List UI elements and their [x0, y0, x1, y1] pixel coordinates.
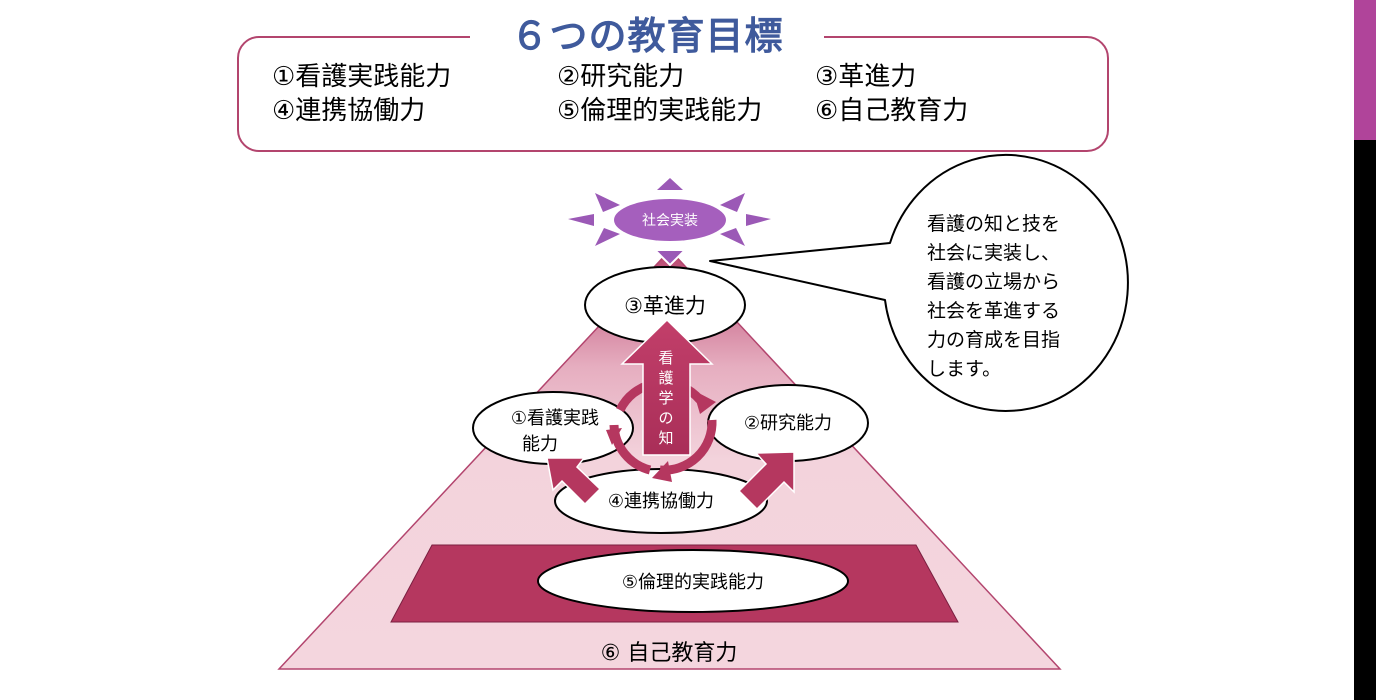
goals-title: ６つの教育目標 [470, 10, 824, 62]
left-diagonal-arrow [546, 457, 602, 506]
callout-bubble [709, 153, 1129, 412]
social-implementation-sun [614, 199, 726, 241]
callout-line-4: 社会を革進する [927, 300, 1060, 322]
goal-item-4: ④連携協働力 [272, 96, 426, 126]
research-label: ②研究能力 [744, 413, 832, 434]
callout-text: 看護の知と技を 社会に実装し、 看護の立場から 社会を革進する 力の育成を目指 … [927, 213, 1060, 380]
innovation-label: ③革進力 [624, 294, 706, 318]
right-diagonal-arrow [737, 451, 795, 511]
goal-item-3: ③革進力 [815, 62, 917, 92]
callout-line-6: します。 [927, 358, 1001, 380]
goal-item-2: ②研究能力 [557, 62, 685, 92]
ethics-label: ⑤倫理的実践能力 [622, 572, 764, 593]
callout-line-5: 力の育成を目指 [927, 329, 1060, 351]
svg-text:護: 護 [658, 369, 673, 387]
svg-text:知: 知 [658, 429, 673, 447]
goal-item-6: ⑥自己教育力 [815, 96, 969, 126]
sun-down-pointer [652, 249, 688, 267]
collaboration-label: ④連携協働力 [608, 491, 714, 512]
goal-item-1: ①看護実践能力 [272, 62, 452, 92]
goal-item-5: ⑤倫理的実践能力 [557, 96, 763, 126]
svg-text:の: の [658, 409, 673, 427]
ethics-ellipse [537, 549, 849, 613]
right-edge-bar [1354, 0, 1376, 700]
callout-line-3: 看護の立場から [927, 271, 1060, 293]
right-edge-accent [1354, 0, 1376, 140]
cycle-arrowheads [606, 390, 716, 482]
social-implementation-label: 社会実装 [642, 213, 698, 229]
nursing-practice-label-1: ①看護実践 [511, 408, 599, 429]
nursing-practice-label-2: 能力 [522, 434, 558, 455]
svg-text:学: 学 [658, 389, 673, 407]
self-education-label: ⑥ 自己教育力 [601, 641, 738, 666]
svg-text:看: 看 [658, 349, 673, 367]
callout-line-1: 看護の知と技を [927, 213, 1060, 235]
nursing-knowledge-arrow [620, 318, 714, 456]
sun-rays [568, 178, 771, 246]
callout-line-2: 社会に実装し、 [927, 242, 1060, 264]
nursing-knowledge-text: 看 護 学 の 知 [658, 349, 673, 447]
